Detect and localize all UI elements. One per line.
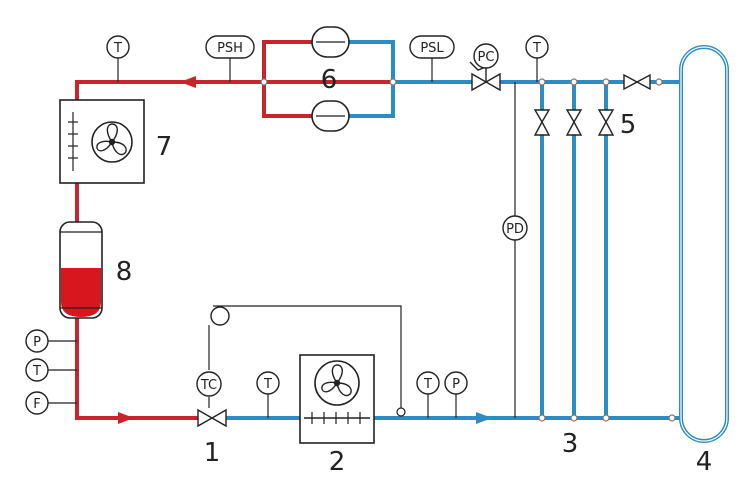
fan-icon (96, 123, 127, 156)
label-component-7: 7 (156, 132, 173, 162)
signal-lines (48, 58, 538, 418)
label-component-3: 3 (562, 429, 579, 459)
svg-text:TC: TC (200, 378, 217, 393)
valve-icon (197, 408, 227, 428)
svg-text:P: P (452, 377, 460, 392)
svg-text:F: F (33, 397, 40, 412)
instrument-pd: PD (502, 215, 528, 241)
instrument-pc: PC (473, 43, 499, 69)
label-component-1: 1 (204, 438, 221, 468)
hot-pipes (75, 40, 393, 420)
label-component-2: 2 (329, 447, 346, 477)
receiver-tank-icon (59, 221, 103, 319)
instrument-t-left: T (25, 358, 49, 382)
svg-text:T: T (32, 364, 41, 379)
svg-text:T: T (532, 41, 541, 56)
label-component-6: 6 (321, 65, 338, 95)
fan-icon (321, 364, 352, 397)
evaporator-unit (299, 354, 375, 444)
svg-text:PC: PC (478, 50, 495, 65)
instrument-t-bottom-right: T (416, 371, 440, 395)
compressor-icon (311, 26, 350, 132)
label-component-5: 5 (620, 110, 637, 140)
instrument-tc: TC (196, 371, 222, 397)
instrument-p-left: P (25, 329, 49, 353)
instrument-psl: PSL (409, 35, 455, 59)
valve-icon (469, 61, 501, 92)
flow-arrow-cold-bottom (476, 412, 492, 424)
instrument-t-bottom: T (256, 371, 280, 395)
capillary-end (396, 407, 406, 417)
instrument-psh: PSH (205, 35, 255, 59)
valve-icon (533, 109, 615, 136)
label-component-4: 4 (696, 447, 713, 477)
cold-pipes (220, 40, 729, 443)
svg-text:T: T (263, 377, 272, 392)
instrument-p-bottom-right: P (444, 371, 468, 395)
svg-text:T: T (113, 41, 122, 56)
instrument-f-left: F (25, 391, 49, 415)
instrument-t-top-right: T (525, 35, 549, 59)
tc-sensor-bulb (210, 306, 230, 326)
svg-text:PSH: PSH (217, 41, 243, 56)
flow-arrow-hot-top (180, 76, 196, 88)
return-loop-inner (680, 46, 728, 442)
condenser-unit (59, 99, 145, 184)
svg-text:PD: PD (506, 222, 524, 237)
flow-arrow-hot-bottom (118, 412, 134, 424)
instrument-t-top-left: T (106, 35, 130, 59)
label-component-8: 8 (116, 257, 133, 287)
valve-icon (623, 73, 651, 91)
svg-text:PSL: PSL (420, 41, 444, 56)
junction-dots (260, 78, 676, 422)
svg-text:T: T (423, 377, 432, 392)
svg-text:P: P (33, 335, 41, 350)
